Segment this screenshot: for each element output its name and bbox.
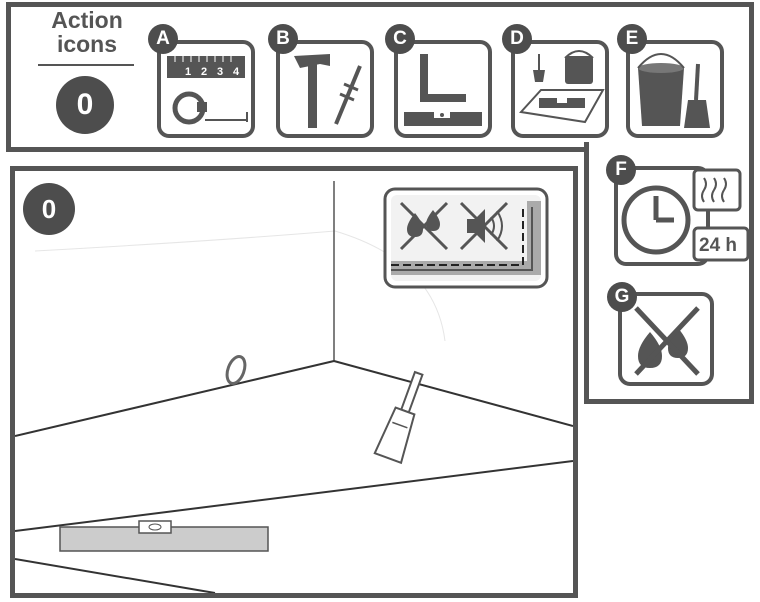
scene-step-badge: 0 xyxy=(23,183,75,235)
icon-letter-g: G xyxy=(607,282,637,312)
legend-divider xyxy=(38,64,134,66)
no-moisture-icon xyxy=(634,306,700,376)
ruler-number-1: 1 xyxy=(185,66,191,78)
no-sound-icon xyxy=(459,201,509,251)
leveling-floor-icon xyxy=(519,50,605,124)
bucket-and-brush-icon xyxy=(637,53,710,128)
icon-card-a: 1 2 3 4 xyxy=(157,40,255,138)
icon-card-f: 24 h xyxy=(614,166,750,266)
drying-duration-label: 24 h xyxy=(699,235,737,256)
pipe-outlet xyxy=(225,355,247,385)
icon-letter-d: D xyxy=(502,24,532,54)
icon-letter-b: B xyxy=(268,24,298,54)
paint-brush xyxy=(373,370,424,465)
icon-card-g xyxy=(618,292,714,386)
icon-card-e xyxy=(626,40,724,138)
ruler-number-4: 4 xyxy=(233,66,240,78)
measuring-tape-icon: 1 2 3 4 xyxy=(167,56,248,125)
icon-letter-e: E xyxy=(617,24,647,54)
icon-letter-c: C xyxy=(385,24,415,54)
icon-letter-a: A xyxy=(148,24,178,54)
scene-frame: 0 xyxy=(10,166,578,598)
try-square-and-level-icon xyxy=(404,54,482,126)
ruler-number-2: 2 xyxy=(201,66,207,78)
drying-time-icon: 24 h xyxy=(621,168,750,262)
legend-title-line1: Action xyxy=(51,7,123,33)
icon-card-c xyxy=(394,40,492,138)
legend-title-line2: icons xyxy=(56,31,118,57)
legend-title: Action icons xyxy=(32,8,142,56)
spirit-level xyxy=(59,520,269,552)
icon-letter-f: F xyxy=(606,155,636,185)
room-illustration xyxy=(15,181,573,593)
hammer-and-screw-icon xyxy=(294,54,362,128)
icon-card-b xyxy=(276,40,374,138)
inset-icons-panel xyxy=(383,187,549,289)
floor-edge-detail-icon xyxy=(391,201,541,275)
ruler-number-3: 3 xyxy=(217,66,223,78)
icon-card-d xyxy=(511,40,609,138)
legend-step-badge: 0 xyxy=(56,76,114,134)
legend-frame-seam xyxy=(589,140,749,152)
no-moisture-icon xyxy=(399,201,449,251)
